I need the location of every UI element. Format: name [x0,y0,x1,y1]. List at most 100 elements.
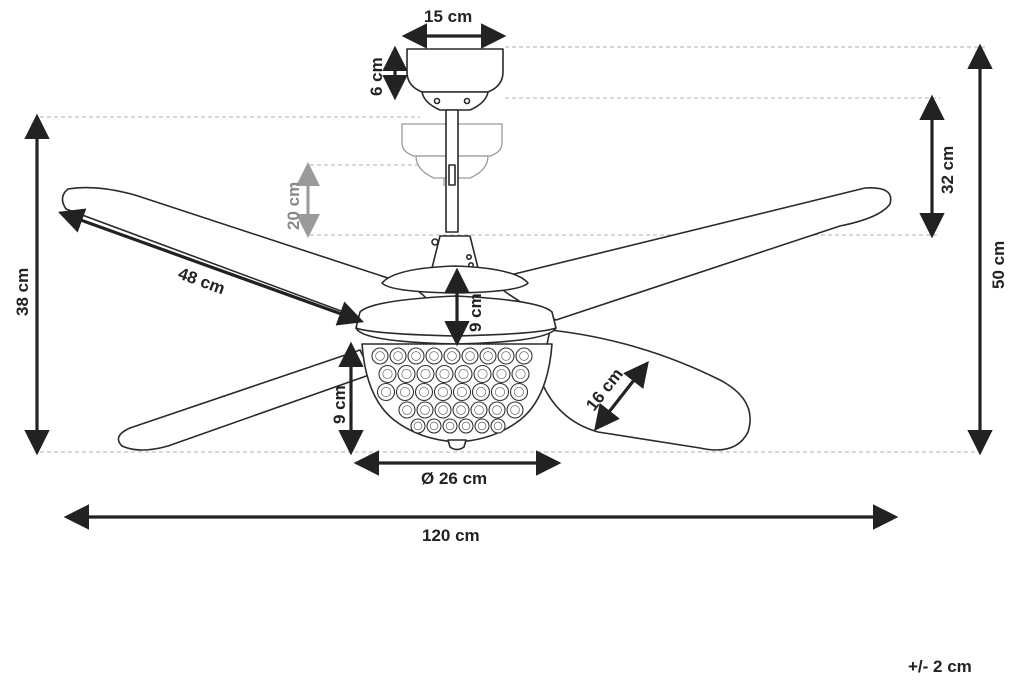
label-mount-width: 15 cm [424,7,472,26]
crystal-facet [483,351,493,361]
crystal-facet [420,368,431,380]
crystal-ring [389,347,407,365]
crystal-ring [473,364,492,384]
blade-upper-left [61,186,431,319]
crystal-ring [515,347,533,365]
crystal-facet [429,421,439,431]
crystal-facet [375,351,385,361]
blade-lower-right [539,329,751,451]
crystal-pattern [371,347,533,434]
crystal-facet [461,421,471,431]
crystal-facet [420,405,430,415]
crystal-facet [474,405,484,415]
crystal-ring [497,347,515,365]
crystal-ring [407,347,425,365]
dimension-labels: 15 cm 6 cm 20 cm 32 cm 50 cm 38 cm 48 cm… [13,7,1008,676]
arrow-blade-width [594,360,649,432]
crystal-facet [477,368,488,380]
crystal-ring [433,382,453,402]
crystal-facet [402,405,412,415]
crystal-ring [416,364,435,384]
crystal-ring [492,364,511,384]
crystal-facet [515,368,526,380]
crystal-facet [399,386,411,398]
label-mount-height: 6 cm [367,57,386,96]
crystal-ring [376,382,396,402]
crystal-facet [475,386,487,398]
crystal-ring [426,418,442,434]
crystal-ring [488,401,506,419]
crystal-ring [434,401,452,419]
crystal-ring [452,382,472,402]
crystal-facet [492,405,502,415]
dimension-arrows [24,23,993,530]
crystal-facet [496,368,507,380]
crystal-ring [506,401,524,419]
crystal-facet [494,386,506,398]
crystal-facet [380,386,392,398]
crystal-ring [454,364,473,384]
ceiling-canopy [406,48,504,111]
crystal-ring [378,364,397,384]
crystal-ring [397,364,416,384]
label-light-height: 9 cm [330,385,349,424]
label-overall-span: 120 cm [422,526,480,545]
label-motor-height: 9 cm [466,293,485,332]
crystal-ring [395,382,415,402]
crystal-facet [418,386,430,398]
crystal-facet [501,351,511,361]
crystal-ring [371,347,389,365]
crystal-ring [509,382,529,402]
crystal-ring [416,401,434,419]
crystal-ring [435,364,454,384]
crystal-ring [398,401,416,419]
crystal-ring [490,382,510,402]
crystal-light-bowl [361,343,553,451]
crystal-ring [470,401,488,419]
crystal-ring [414,382,434,402]
label-blade-height: 38 cm [13,268,32,316]
crystal-ring [410,418,426,434]
crystal-ring [425,347,443,365]
crystal-facet [445,421,455,431]
crystal-ring [479,347,497,365]
crystal-ring [511,364,530,384]
crystal-facet [465,351,475,361]
crystal-ring [474,418,490,434]
crystal-ring [471,382,491,402]
crystal-ring [442,418,458,434]
crystal-facet [456,405,466,415]
blade-upper-right [489,187,892,321]
crystal-facet [447,351,457,361]
crystal-facet [438,405,448,415]
label-drop-length: 32 cm [938,146,957,194]
crystal-ring [490,418,506,434]
crystal-facet [519,351,529,361]
crystal-facet [411,351,421,361]
crystal-ring [458,418,474,434]
crystal-ring [443,347,461,365]
crystal-facet [458,368,469,380]
crystal-ring [461,347,479,365]
crystal-facet [493,421,503,431]
crystal-facet [382,368,393,380]
crystal-facet [437,386,449,398]
crystal-ring [452,401,470,419]
arrow-blade-length [57,208,365,326]
crystal-facet [439,368,450,380]
crystal-facet [401,368,412,380]
crystal-facet [429,351,439,361]
tolerance-note: +/- 2 cm [908,657,972,676]
crystal-facet [510,405,520,415]
crystal-facet [393,351,403,361]
label-downrod-offset: 20 cm [284,182,303,230]
crystal-facet [477,421,487,431]
crystal-facet [513,386,525,398]
blade-lower-left [117,349,373,451]
label-light-diameter: Ø 26 cm [421,469,487,488]
crystal-facet [456,386,468,398]
downrod [445,109,459,233]
label-total-height: 50 cm [989,241,1008,289]
